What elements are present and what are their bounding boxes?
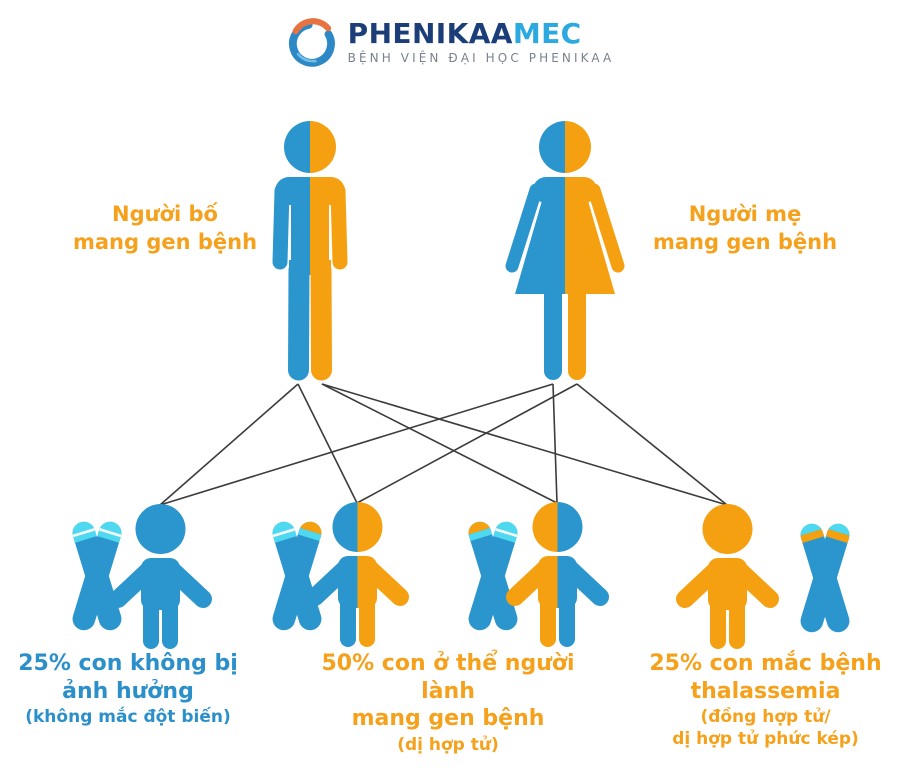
logo-brand: PHENIKAAMEC: [348, 19, 582, 48]
logo-subtitle: BỆNH VIỆN ĐẠI HỌC PHENIKAA: [347, 50, 615, 65]
father-figure-icon: [245, 120, 375, 390]
line-mother-child2: [356, 383, 578, 504]
line-mother-child1: [159, 383, 554, 506]
caption-affected-line1: 25% con mắc bệnh: [649, 651, 882, 676]
chromosome-icon-affected: [797, 520, 853, 636]
caption-unaffected-note: (không mắc đột biến): [25, 707, 231, 727]
child-carrier-icon-orange-blue: [505, 500, 610, 650]
logo-brand-secondary: MEC: [512, 17, 582, 51]
mother-label-line1: Người mẹ: [688, 202, 802, 226]
caption-affected-line2: thalassemia: [690, 678, 841, 704]
caption-unaffected-line2: ảnh hưởng: [62, 678, 194, 704]
child-unaffected-icon: [108, 502, 213, 652]
caption-carrier-line1: 50% con ở thể người lành: [321, 651, 575, 704]
caption-unaffected: 25% con không bị ảnh hưởng (không mắc độ…: [8, 650, 248, 727]
line-father-child3: [321, 383, 558, 504]
line-father-child1: [159, 383, 299, 506]
line-mother-child4: [576, 383, 728, 506]
father-label-line2: mang gen bệnh: [72, 230, 258, 255]
child-carrier-icon-blue-orange: [305, 500, 410, 650]
caption-affected-note1: (đồng hợp tử/: [700, 707, 831, 727]
father-label-line1: Người bố: [112, 202, 218, 226]
logo-brand-primary: PHENIKAA: [347, 17, 513, 51]
caption-carrier: 50% con ở thể người lành mang gen bệnh (…: [293, 650, 603, 755]
line-father-child4: [321, 383, 728, 506]
mother-label: Người mẹ mang gen bệnh: [635, 200, 855, 257]
mother-label-line2: mang gen bệnh: [652, 230, 838, 255]
father-label: Người bố mang gen bệnh: [55, 200, 275, 257]
logo-text: PHENIKAAMEC BỆNH VIỆN ĐẠI HỌC PHENIKAA: [347, 19, 615, 65]
caption-carrier-line2: mang gen bệnh: [351, 706, 545, 731]
line-father-child2: [297, 383, 358, 504]
child-affected-icon: [675, 502, 780, 652]
caption-carrier-note: (dị hợp tử): [397, 734, 499, 755]
mother-figure-icon: [490, 120, 640, 390]
caption-unaffected-line1: 25% con không bị: [18, 651, 238, 676]
caption-affected-note2: dị hợp tử phức kép): [672, 729, 859, 750]
caption-affected: 25% con mắc bệnh thalassemia (đồng hợp t…: [643, 650, 888, 750]
line-mother-child3: [552, 383, 558, 504]
phenikaa-logo-icon: [288, 18, 335, 67]
logo: PHENIKAAMEC BỆNH VIỆN ĐẠI HỌC PHENIKAA: [0, 16, 900, 68]
